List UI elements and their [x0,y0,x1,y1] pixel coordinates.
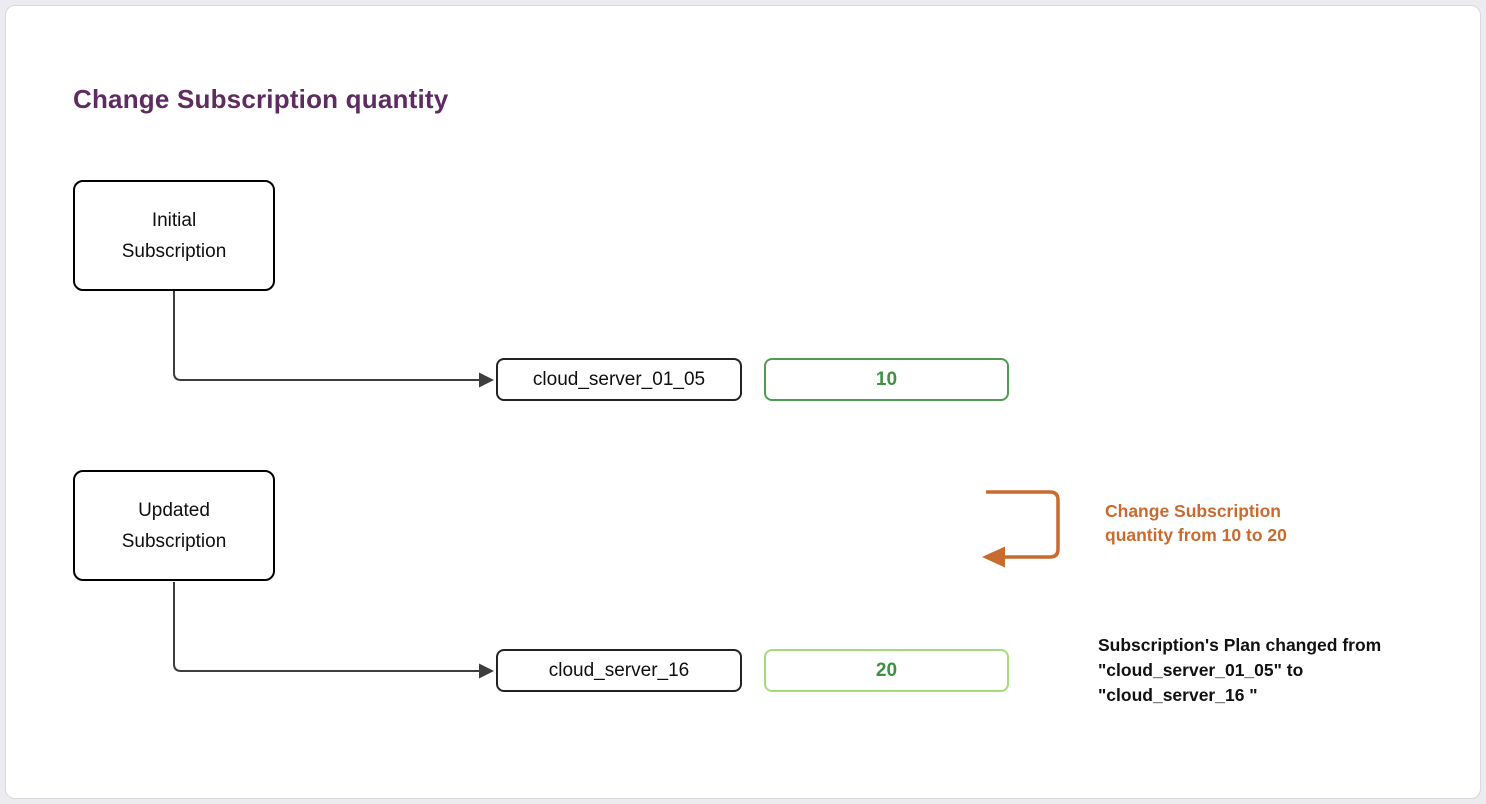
plan-change-note-line2: "cloud_server_01_05" to [1098,660,1304,680]
connector-updated-to-plan [173,582,479,672]
connector-initial-to-plan [173,291,479,381]
updated-plan-node: cloud_server_16 [496,649,742,692]
initial-plan-node: cloud_server_01_05 [496,358,742,401]
plan-change-note-line1: Subscription's Plan changed from [1098,635,1382,655]
change-quantity-arrowhead-icon [982,546,1005,568]
initial-quantity-node: 10 [764,358,1009,401]
updated-quantity-value: 20 [875,659,898,681]
connector-initial-arrowhead-icon [479,372,494,388]
change-quantity-u-arrow [986,490,1060,559]
diagram-canvas: Change Subscription quantity Initial Sub… [5,5,1481,799]
plan-change-note: Subscription's Plan changed from "cloud_… [1098,633,1381,708]
change-quantity-annotation-line1: Change Subscription [1105,501,1281,521]
updated-quantity-node: 20 [764,649,1009,692]
updated-subscription-label: Updated Subscription [121,499,227,552]
change-quantity-annotation: Change Subscription quantity from 10 to … [1105,499,1287,547]
updated-subscription-node: Updated Subscription [73,470,275,581]
page-title: Change Subscription quantity [73,84,449,114]
plan-change-note-line3: "cloud_server_16 " [1098,685,1258,705]
initial-subscription-node: Initial Subscription [73,180,275,291]
initial-quantity-value: 10 [875,368,898,390]
connector-updated-arrowhead-icon [479,663,494,679]
initial-subscription-label: Initial Subscription [121,209,227,262]
initial-plan-label: cloud_server_01_05 [532,368,706,390]
updated-plan-label: cloud_server_16 [548,659,690,681]
change-quantity-annotation-line2: quantity from 10 to 20 [1105,525,1287,545]
